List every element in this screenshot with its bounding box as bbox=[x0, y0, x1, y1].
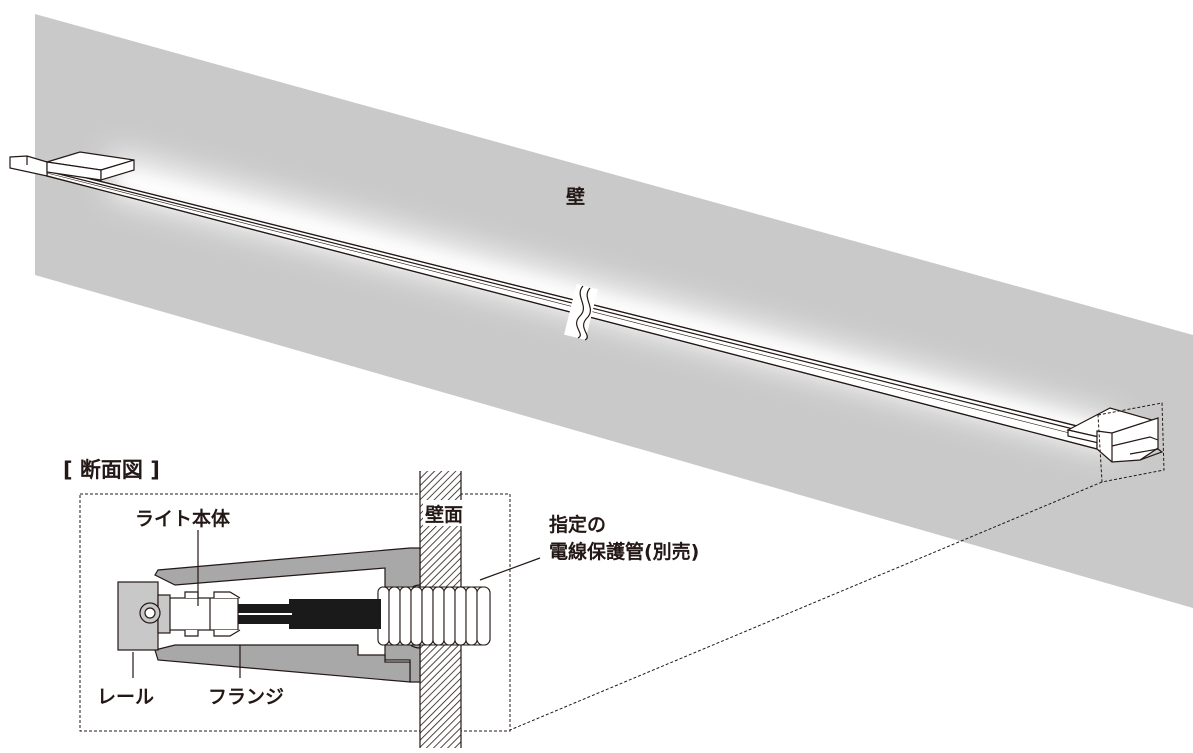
rail bbox=[117, 581, 171, 651]
conduit-label-line1: 指定の bbox=[549, 513, 606, 536]
cable bbox=[289, 599, 381, 629]
flange-label: フランジ bbox=[208, 686, 284, 708]
rail-label: レール bbox=[97, 686, 154, 708]
conduit-label-line2: 電線保護管(別売) bbox=[549, 540, 699, 563]
conduit-pipe bbox=[377, 586, 491, 646]
left-end-cap bbox=[9, 151, 135, 181]
wall-label: 壁 bbox=[566, 185, 585, 208]
wall-surface-label: 壁面 bbox=[425, 503, 463, 526]
right-end-cap bbox=[1066, 407, 1164, 463]
light-body-label: ライト本体 bbox=[135, 507, 231, 530]
section-title: [ 断面図 ] bbox=[63, 458, 160, 482]
break-symbol-icon bbox=[564, 284, 598, 341]
leader-lines bbox=[132, 530, 541, 678]
zoom-leader-line bbox=[509, 481, 1103, 731]
light-body bbox=[167, 591, 241, 637]
flange-lower bbox=[154, 644, 411, 683]
zoom-source-box bbox=[1097, 402, 1165, 483]
